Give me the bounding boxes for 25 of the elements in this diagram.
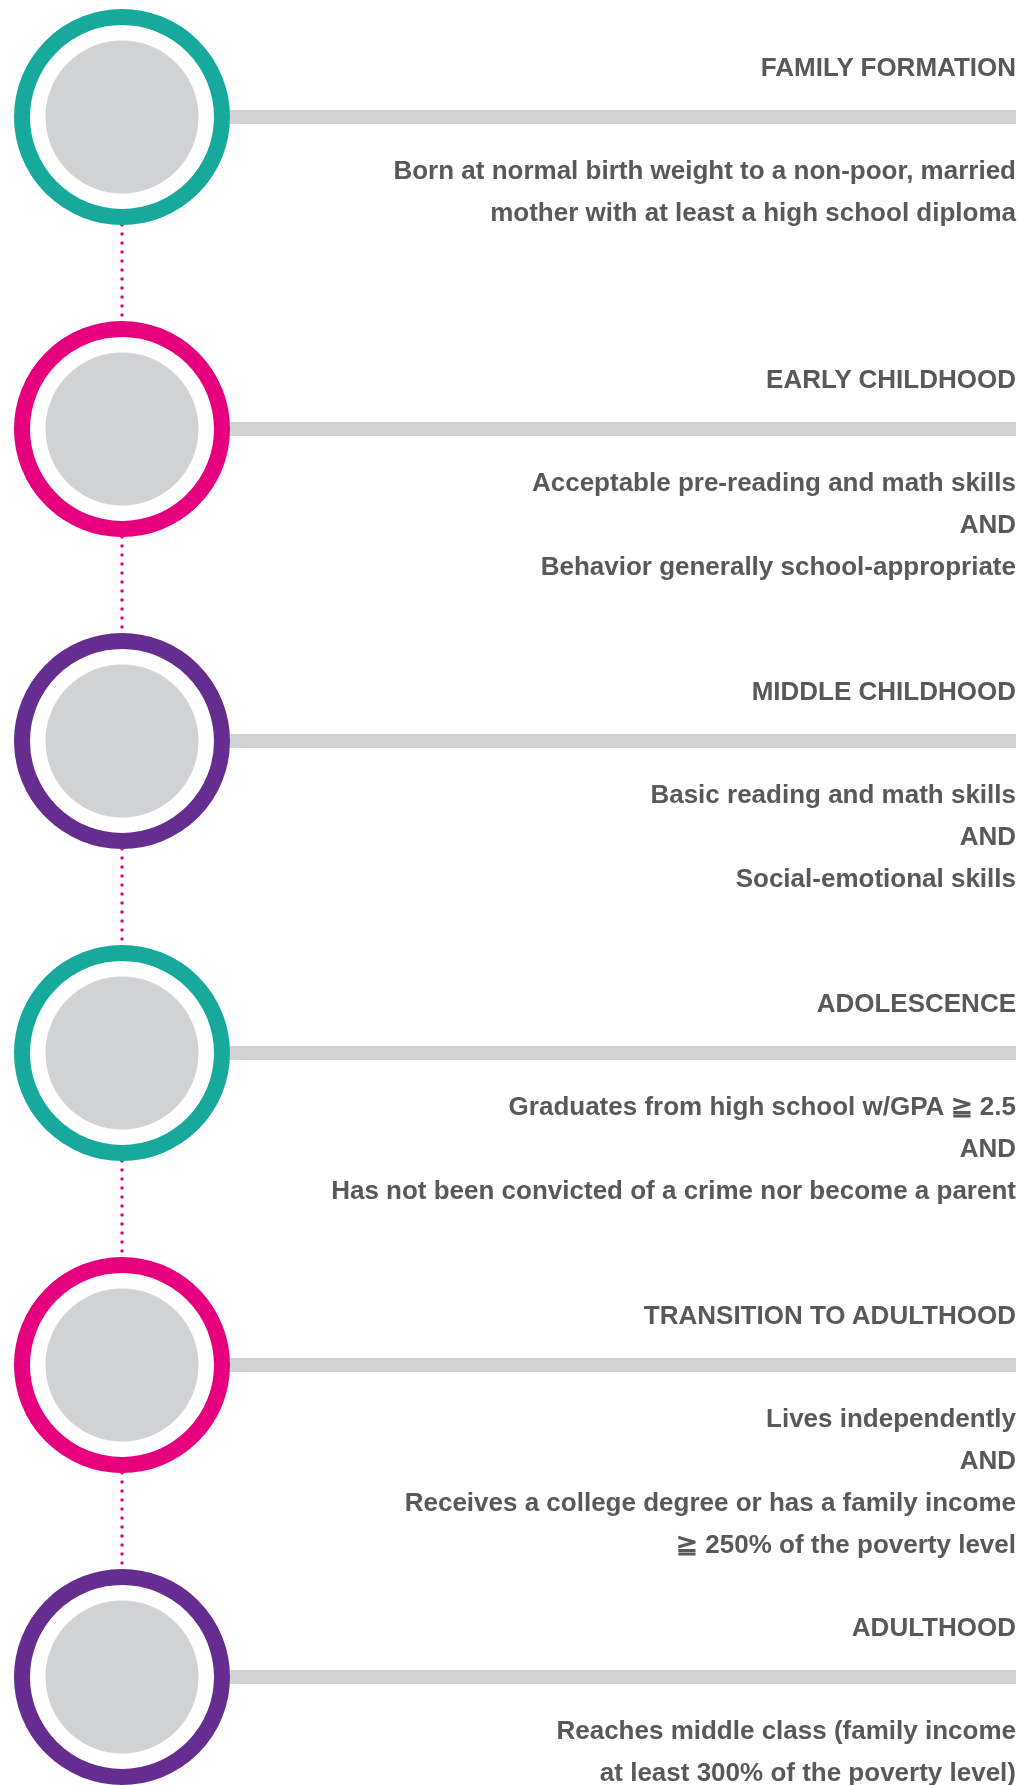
stage-heading: ADULTHOOD	[851, 1611, 1016, 1644]
stage-description: AND	[959, 508, 1016, 541]
stage-heading: ADOLESCENCE	[816, 987, 1016, 1020]
stage-description: Born at normal birth weight to a non-poor, married mother with at least a high school diploma	[392, 154, 1016, 229]
stage-description: Behavior generally school-appropriate	[540, 550, 1016, 583]
stage-description: Acceptable pre-reading and math skills	[531, 466, 1016, 499]
stage-description: Graduates from high school w/GPA ≧ 2.5	[508, 1090, 1016, 1123]
stage-description: Has not been convicted of a crime nor become a parent	[331, 1174, 1016, 1207]
stage-heading: MIDDLE CHILDHOOD	[751, 675, 1016, 708]
stage-description: AND	[959, 820, 1016, 853]
timeline-bar	[230, 1046, 1016, 1060]
stage-description: AND	[959, 1132, 1016, 1165]
timeline-bar	[230, 1358, 1016, 1372]
stage-heading: EARLY CHILDHOOD	[766, 363, 1016, 396]
stage-description: Lives independently	[766, 1402, 1016, 1435]
stage-description: AND	[959, 1444, 1016, 1477]
stage-heading: FAMILY FORMATION	[760, 51, 1016, 84]
stage-description: Receives a college degree or has a family income ≧ 250% of the poverty level	[403, 1486, 1016, 1561]
timeline-bar	[230, 1670, 1016, 1684]
timeline-bar	[230, 734, 1016, 748]
stage-description: Basic reading and math skills	[650, 778, 1016, 811]
stage-heading: TRANSITION TO ADULTHOOD	[643, 1299, 1016, 1332]
timeline-bar	[230, 110, 1016, 124]
stage-description: Social-emotional skills	[735, 862, 1016, 895]
timeline-bar	[230, 422, 1016, 436]
